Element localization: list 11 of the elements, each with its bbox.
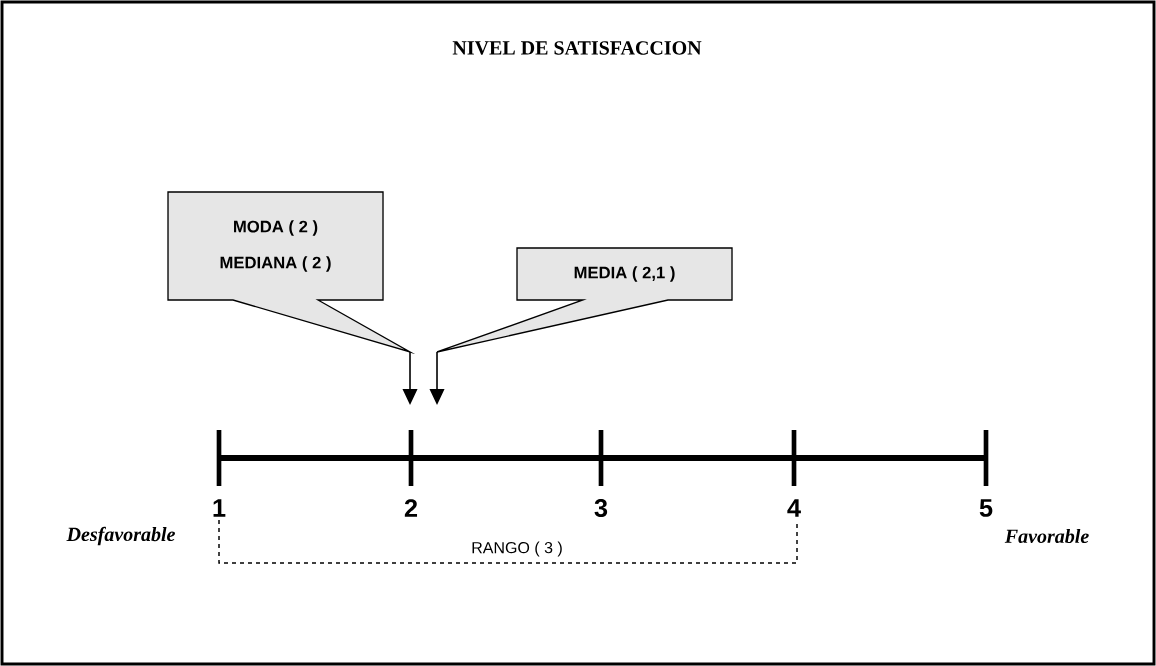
- tick-label: 2: [404, 499, 418, 517]
- tick-label: 1: [213, 499, 226, 517]
- title: NIVEL DE SATISFACCION: [452, 41, 702, 55]
- callout-box: MODA ( 2 ) MEDIANA ( 2 ): [167, 191, 416, 355]
- scale-end-label: Favorable: [1004, 528, 1089, 544]
- scale-end-label: Desfavorable: [66, 526, 175, 546]
- range-label: RANGO ( 3 ): [469, 540, 565, 558]
- callout-box: MEDIA ( 2,1 ): [436, 247, 733, 353]
- tick-label: 4: [787, 499, 801, 517]
- tick-label: 3: [594, 499, 608, 517]
- tick-label: 5: [979, 499, 993, 517]
